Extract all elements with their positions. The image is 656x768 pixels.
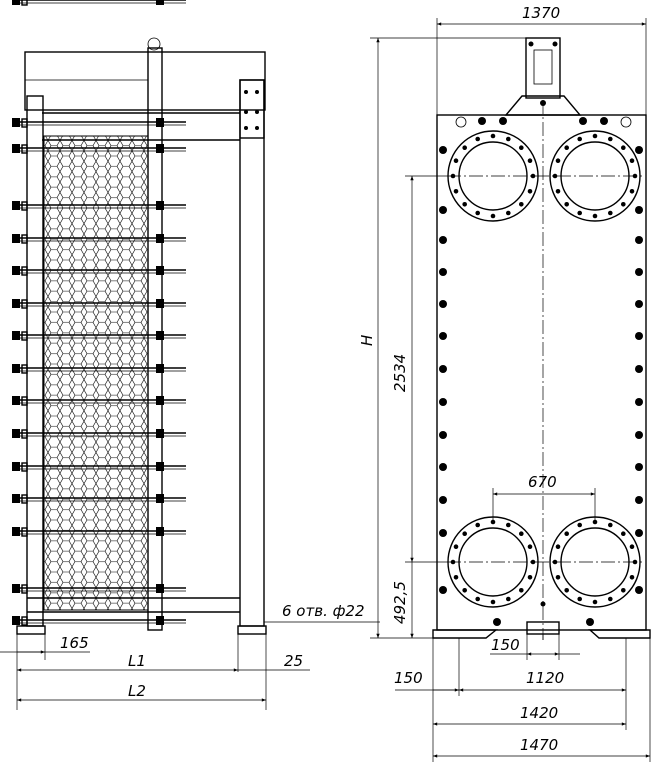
flange-bolt bbox=[519, 531, 524, 536]
column-bracket bbox=[239, 79, 265, 139]
support-column bbox=[239, 79, 265, 627]
flange-bolt bbox=[608, 596, 613, 602]
flange-bolt bbox=[530, 173, 536, 179]
flange-bolt bbox=[490, 133, 496, 139]
flange-bolt bbox=[475, 210, 481, 216]
port-top-right bbox=[549, 130, 641, 222]
flange-bolt bbox=[621, 145, 626, 150]
flange-bolt bbox=[621, 588, 626, 593]
flange-bolt bbox=[564, 145, 569, 150]
dim-150-outer: 150 bbox=[394, 669, 423, 687]
flange-bolt bbox=[527, 575, 533, 580]
flange-bolt bbox=[527, 544, 533, 549]
flange-bolt bbox=[608, 210, 613, 216]
side-view: 165 L1 25 L2 6 отв. ф22 bbox=[0, 0, 380, 710]
flange-bolt bbox=[453, 575, 459, 580]
dim-150-inner: 150 bbox=[491, 636, 520, 654]
flange-bolt bbox=[450, 173, 456, 179]
flange-bolt bbox=[555, 189, 561, 194]
flange-bolt bbox=[490, 213, 496, 219]
flange-bolt bbox=[453, 158, 459, 163]
flange-bolt bbox=[577, 136, 582, 142]
flange-bolt bbox=[527, 158, 533, 163]
dim-1470: 1470 bbox=[520, 736, 558, 754]
flange-bolt bbox=[453, 544, 459, 549]
flange-bolt bbox=[564, 531, 569, 536]
flange-bolt bbox=[453, 189, 459, 194]
flange-bolt bbox=[632, 559, 638, 565]
dim-492-5: 492,5 bbox=[391, 581, 409, 624]
flange-bolt bbox=[462, 202, 468, 207]
flange-bolt bbox=[564, 202, 569, 207]
flange-bolt bbox=[577, 522, 582, 528]
flange-bolt bbox=[519, 588, 524, 593]
flange-bolt bbox=[608, 522, 613, 528]
flange-bolt bbox=[629, 158, 635, 163]
flange-bolts bbox=[450, 133, 638, 605]
plate-pack bbox=[43, 135, 149, 611]
flange-bolt bbox=[450, 559, 456, 565]
flange-bolt bbox=[506, 210, 511, 216]
fixed-plate bbox=[26, 95, 44, 627]
flange-bolt bbox=[592, 519, 598, 525]
frame-body bbox=[436, 114, 647, 631]
port-top-left bbox=[447, 130, 539, 222]
flange-bolt bbox=[490, 519, 496, 525]
dim-670: 670 bbox=[528, 473, 557, 491]
foot-right bbox=[237, 625, 267, 635]
dim-h: H bbox=[358, 335, 376, 346]
flange-bolt bbox=[555, 158, 561, 163]
flange-bolt bbox=[519, 145, 524, 150]
holes-note: 6 отв. ф22 bbox=[282, 602, 365, 620]
flange-bolt bbox=[506, 522, 511, 528]
flange-bolt bbox=[577, 210, 582, 216]
flange-bolt bbox=[506, 596, 511, 602]
foot-left bbox=[432, 629, 498, 639]
dim-1420: 1420 bbox=[520, 704, 558, 722]
flange-bolt bbox=[490, 599, 496, 605]
flange-bolt bbox=[577, 596, 582, 602]
flange-bolt bbox=[632, 173, 638, 179]
flange-bolt bbox=[475, 522, 481, 528]
flange-bolt bbox=[462, 588, 468, 593]
flange-bolt bbox=[629, 544, 635, 549]
flange-bolt bbox=[592, 133, 598, 139]
flange-bolt bbox=[621, 531, 626, 536]
dim-165: 165 bbox=[60, 634, 89, 652]
flange-bolt bbox=[629, 189, 635, 194]
flange-bolt bbox=[621, 202, 626, 207]
flange-bolt bbox=[592, 599, 598, 605]
flange-bolt bbox=[552, 173, 558, 179]
flange-bolt bbox=[592, 213, 598, 219]
top-frame bbox=[24, 51, 266, 111]
flange-bolt bbox=[530, 559, 536, 565]
flange-bolt bbox=[462, 145, 468, 150]
flange-bolt bbox=[462, 531, 468, 536]
flange-bolt bbox=[475, 136, 481, 142]
flange-bolt bbox=[552, 559, 558, 565]
flange-bolt bbox=[555, 575, 561, 580]
flange-bolt bbox=[555, 544, 561, 549]
flange-bolt bbox=[519, 202, 524, 207]
top-bracket bbox=[525, 37, 561, 99]
flange-bolt bbox=[564, 588, 569, 593]
flange-bolt bbox=[475, 596, 481, 602]
dim-1370: 1370 bbox=[522, 4, 560, 22]
flange-bolt bbox=[629, 575, 635, 580]
dim-25: 25 bbox=[284, 652, 303, 670]
foot-left bbox=[16, 625, 46, 635]
front-view: 1370 H 2534 670 492,5 150 150 1120 1420 … bbox=[358, 4, 651, 762]
foot-right bbox=[588, 629, 651, 639]
tie-bolts bbox=[11, 0, 187, 626]
flange-bolt bbox=[506, 136, 511, 142]
dim-1120: 1120 bbox=[526, 669, 564, 687]
flange-bolt bbox=[527, 189, 533, 194]
dim-2534: 2534 bbox=[391, 354, 409, 392]
dim-l2: L2 bbox=[128, 682, 146, 700]
dim-l1: L1 bbox=[128, 652, 146, 670]
flange-bolt bbox=[608, 136, 613, 142]
side-bolts bbox=[439, 117, 643, 626]
